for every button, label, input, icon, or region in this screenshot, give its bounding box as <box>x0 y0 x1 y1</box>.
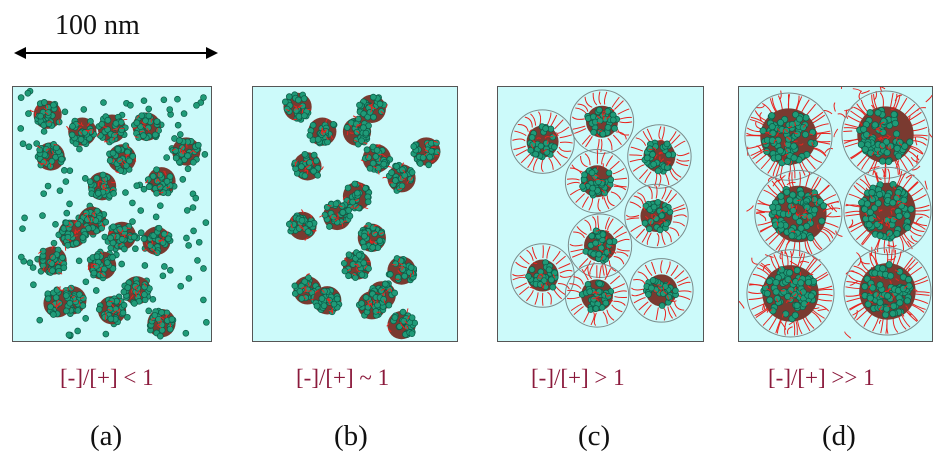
nanoparticle-cluster <box>86 248 117 282</box>
nanoparticle-cluster <box>859 261 918 324</box>
nanoparticle-cluster <box>355 289 387 320</box>
panel-a-diagram <box>12 86 212 342</box>
panel-letter-b: (b) <box>334 420 368 452</box>
nanoparticle-cluster <box>107 221 139 253</box>
nanoparticle-cluster <box>525 259 559 292</box>
nanoparticle-cluster <box>43 286 74 318</box>
ratio-label-b: [-]/[+] ~ 1 <box>296 365 390 390</box>
nanoparticle-cluster <box>382 161 416 194</box>
panel-a-canvas <box>13 87 211 341</box>
ratio-label-a: [-]/[+] < 1 <box>60 365 154 390</box>
nanoparticle-cluster <box>169 137 202 166</box>
nanoparticle-cluster <box>640 198 674 234</box>
nanoparticle-cluster <box>38 245 68 276</box>
nanoparticle-cluster <box>86 171 117 201</box>
nanoparticle-cluster <box>281 91 312 123</box>
nanoparticle-cluster <box>140 224 174 257</box>
nanoparticle-cluster <box>144 166 178 197</box>
free-particles <box>17 87 210 340</box>
nanoparticle-cluster <box>120 276 153 307</box>
nanoparticle-cluster <box>340 249 372 281</box>
nanoparticle-cluster <box>342 180 373 212</box>
panel-b-canvas <box>253 87 457 341</box>
nanoparticle-cluster <box>760 265 819 323</box>
nanoparticle-cluster <box>106 142 137 175</box>
nanoparticle-cluster <box>856 104 914 166</box>
nanoparticle-cluster <box>357 222 386 253</box>
nanoparticle-cluster <box>578 279 615 313</box>
ratio-label-d: [-]/[+] >> 1 <box>768 365 875 390</box>
nanoparticle-cluster <box>55 219 90 251</box>
nanoparticle-cluster <box>76 206 110 236</box>
nanoparticle-cluster <box>641 139 677 175</box>
nanoparticle-cluster <box>66 117 98 148</box>
panel-d-canvas <box>739 87 932 341</box>
nanoparticle-cluster <box>291 150 324 181</box>
nanoparticle-cluster <box>286 209 318 241</box>
panel-d-diagram <box>738 86 933 342</box>
panel-letter-a: (a) <box>90 420 123 452</box>
nanoparticle-cluster <box>306 117 338 147</box>
nanoparticle-cluster <box>342 115 372 148</box>
nanoparticle-cluster <box>95 295 128 326</box>
nanoparticle-cluster <box>29 99 63 129</box>
nanoparticle-cluster <box>385 255 418 285</box>
nanoparticle-cluster <box>643 274 679 309</box>
nanoparticle-cluster <box>291 273 323 305</box>
nanoparticle-cluster <box>768 185 828 243</box>
nanoparticle-cluster <box>526 123 559 161</box>
ratio-label-c: [-]/[+] > 1 <box>531 365 625 390</box>
nanoparticle-cluster <box>360 143 394 175</box>
nanoparticle-cluster <box>34 141 65 171</box>
nanoparticle-cluster <box>319 199 354 231</box>
scale-bar-arrow <box>14 47 218 59</box>
nanoparticle-cluster <box>312 286 343 316</box>
panel-letter-d: (d) <box>822 420 856 452</box>
nanoparticle-cluster <box>579 162 615 200</box>
panel-b-diagram <box>252 86 458 342</box>
nanoparticle-cluster <box>582 227 618 264</box>
nanoparticle-cluster <box>386 308 419 340</box>
nanoparticle-cluster <box>95 113 129 146</box>
nanoparticle-cluster <box>858 181 916 242</box>
scale-label: 100 nm <box>55 10 140 41</box>
nanoparticle-cluster <box>130 112 162 142</box>
nanoparticle-cluster <box>759 108 819 167</box>
panel-c-diagram <box>497 86 704 342</box>
panel-letter-c: (c) <box>578 420 611 452</box>
nanoparticle-cluster <box>584 105 621 138</box>
nanoparticle-cluster <box>356 93 388 126</box>
panel-c-canvas <box>498 87 703 341</box>
nanoparticle-cluster <box>146 307 177 340</box>
nanoparticle-cluster <box>410 137 441 169</box>
